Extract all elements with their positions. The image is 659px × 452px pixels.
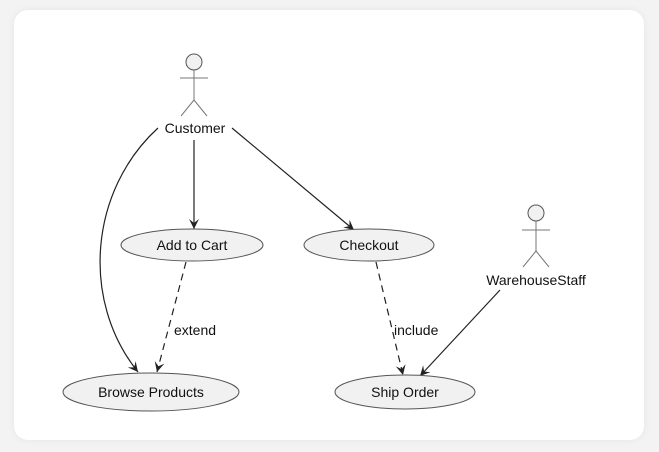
edge-customer-browse [99, 127, 159, 373]
include-label: include [394, 322, 439, 338]
actor-customer-label: Customer [165, 120, 226, 136]
usecase-checkout[interactable]: Checkout [303, 228, 435, 262]
usecase-browse-products[interactable]: Browse Products [62, 372, 240, 412]
usecase-add-to-cart[interactable]: Add to Cart [120, 228, 264, 262]
edge-include [375, 261, 406, 376]
extend-label: extend [174, 322, 216, 338]
edge-customer-checkout [231, 127, 355, 231]
usecase-ship-order[interactable]: Ship Order [334, 374, 476, 410]
actor-head-icon [527, 204, 545, 222]
edge-warehouse-ship [419, 289, 501, 377]
edge-extend [154, 261, 187, 373]
actor-warehouse-staff[interactable]: WarehouseStaff [486, 204, 586, 288]
diagram-card [14, 10, 644, 440]
usecase-label: Browse Products [98, 384, 204, 400]
usecase-label: Add to Cart [157, 237, 228, 253]
actor-warehouse-label: WarehouseStaff [486, 272, 586, 288]
usecase-label: Ship Order [371, 384, 439, 400]
actor-head-icon [185, 53, 203, 71]
usecase-label: Checkout [339, 237, 398, 253]
actor-customer[interactable]: Customer [165, 53, 226, 136]
